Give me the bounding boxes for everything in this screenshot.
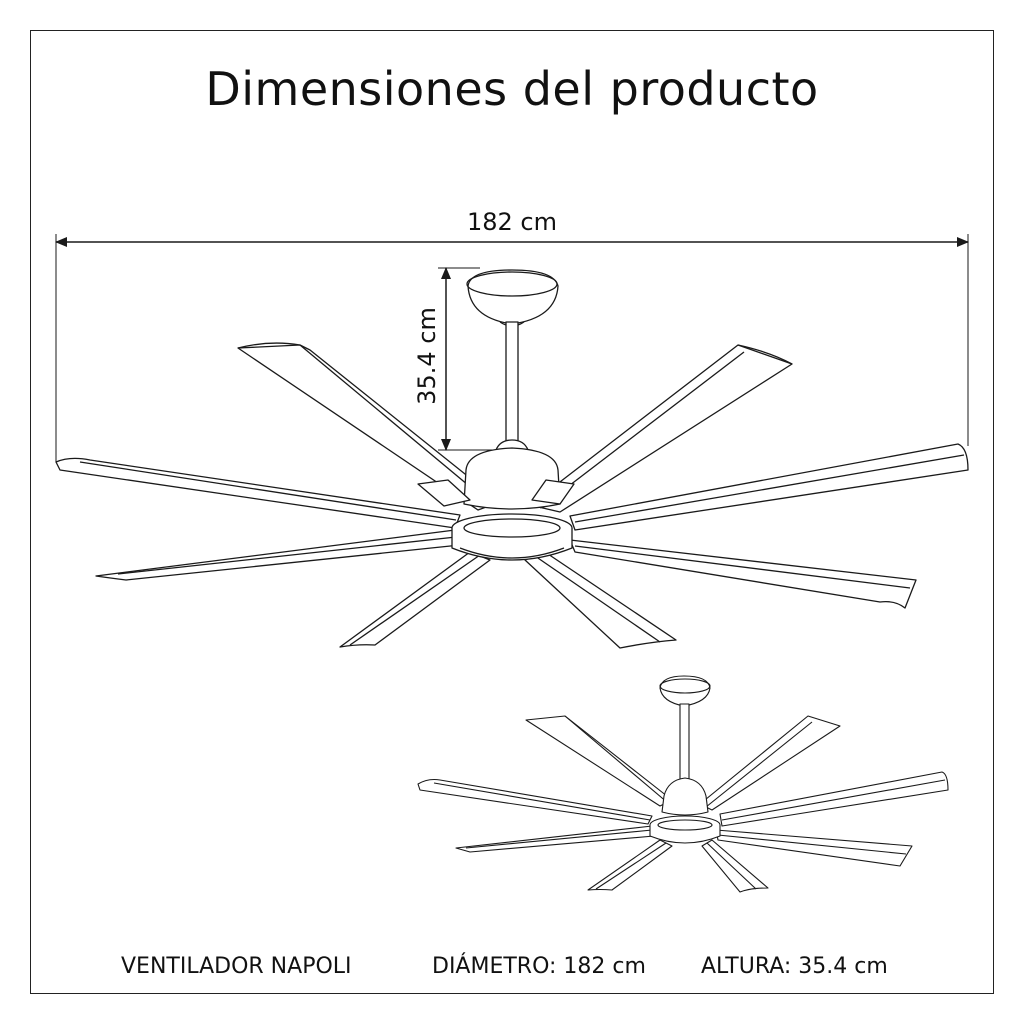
small-blade-lower-right [715, 829, 913, 867]
blade-bottom-left [339, 551, 491, 648]
blade-lower-left [95, 529, 461, 581]
small-blade-bottom-left [587, 839, 673, 891]
small-blade-bottom-right [701, 839, 769, 893]
height-dimension [438, 267, 500, 451]
page-title: Dimensiones del producto [205, 62, 819, 116]
light-kit [451, 513, 573, 561]
small-downrod [679, 703, 690, 781]
blade-bottom-right [524, 551, 677, 649]
blade-lower-right [569, 539, 917, 609]
bracket-left [417, 479, 471, 507]
small-blade-right [719, 771, 949, 827]
downrod [505, 321, 519, 443]
bracket-right [531, 479, 575, 505]
diameter-spec: DIÁMETRO: 182 cm [432, 954, 646, 979]
width-dimension-label: 182 cm [466, 208, 557, 236]
small-blade-left [417, 778, 653, 825]
width-dimension [55, 234, 969, 462]
blade-right [569, 443, 969, 531]
small-light-kit [649, 815, 721, 844]
small-blade-upper-left [525, 715, 673, 807]
diagram-frame [30, 30, 994, 994]
small-ceiling-canopy [659, 675, 711, 707]
small-blade-lower-left [455, 825, 655, 853]
fan-small [417, 675, 949, 893]
small-motor-housing [661, 777, 709, 816]
blade-upper-right [529, 344, 793, 513]
blade-left [55, 457, 461, 529]
blade-upper-left [237, 342, 501, 511]
product-name: VENTILADOR NAPOLI [121, 954, 352, 979]
small-blade-upper-right [699, 715, 841, 811]
ceiling-canopy [466, 269, 559, 327]
fan-large [55, 269, 969, 649]
height-spec: ALTURA: 35.4 cm [701, 954, 888, 979]
